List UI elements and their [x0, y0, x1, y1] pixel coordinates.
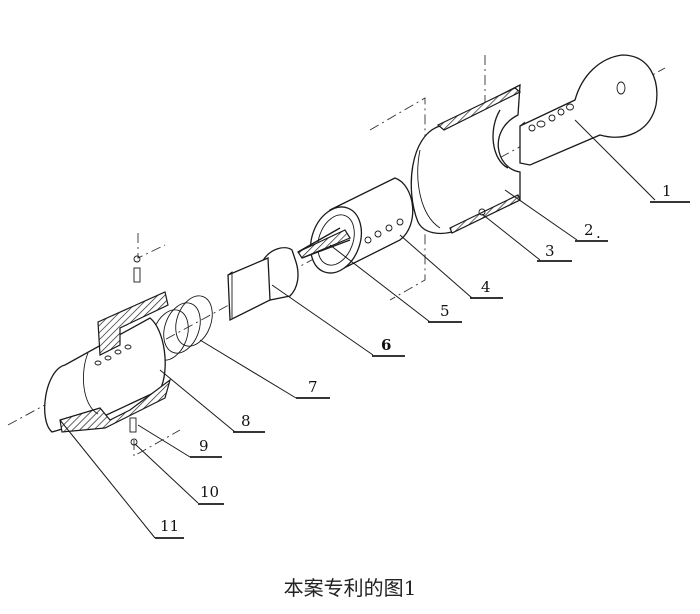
- part-1-key: [519, 54, 658, 166]
- label-1: 1: [662, 182, 672, 200]
- leader-lines: [59, 119, 690, 539]
- label-10: 10: [200, 483, 219, 501]
- part-6-cam: [227, 247, 299, 322]
- figure-caption: 本案专利的图1: [283, 576, 417, 600]
- label-3: 3: [545, 242, 555, 260]
- label-2-dot: .: [596, 224, 601, 242]
- label-11: 11: [160, 517, 179, 535]
- bottom-pin-spring: [129, 417, 138, 446]
- label-2: 2: [584, 221, 594, 239]
- label-7: 7: [308, 378, 318, 396]
- label-8: 8: [241, 412, 251, 430]
- part-8-rear-housing: [44, 291, 172, 433]
- callout-labels: 1 2 . 3 4 5 6 7 8 9 10 11: [160, 182, 672, 535]
- part-5-key-slot-insert: [297, 227, 351, 259]
- label-9: 9: [199, 437, 209, 455]
- part-4-plug-cylinder: [309, 177, 414, 274]
- label-4: 4: [481, 278, 491, 296]
- top-pin-spring: [133, 255, 141, 283]
- label-5: 5: [440, 302, 450, 320]
- part-2-outer-shell: [410, 83, 522, 235]
- label-6: 6: [381, 336, 391, 354]
